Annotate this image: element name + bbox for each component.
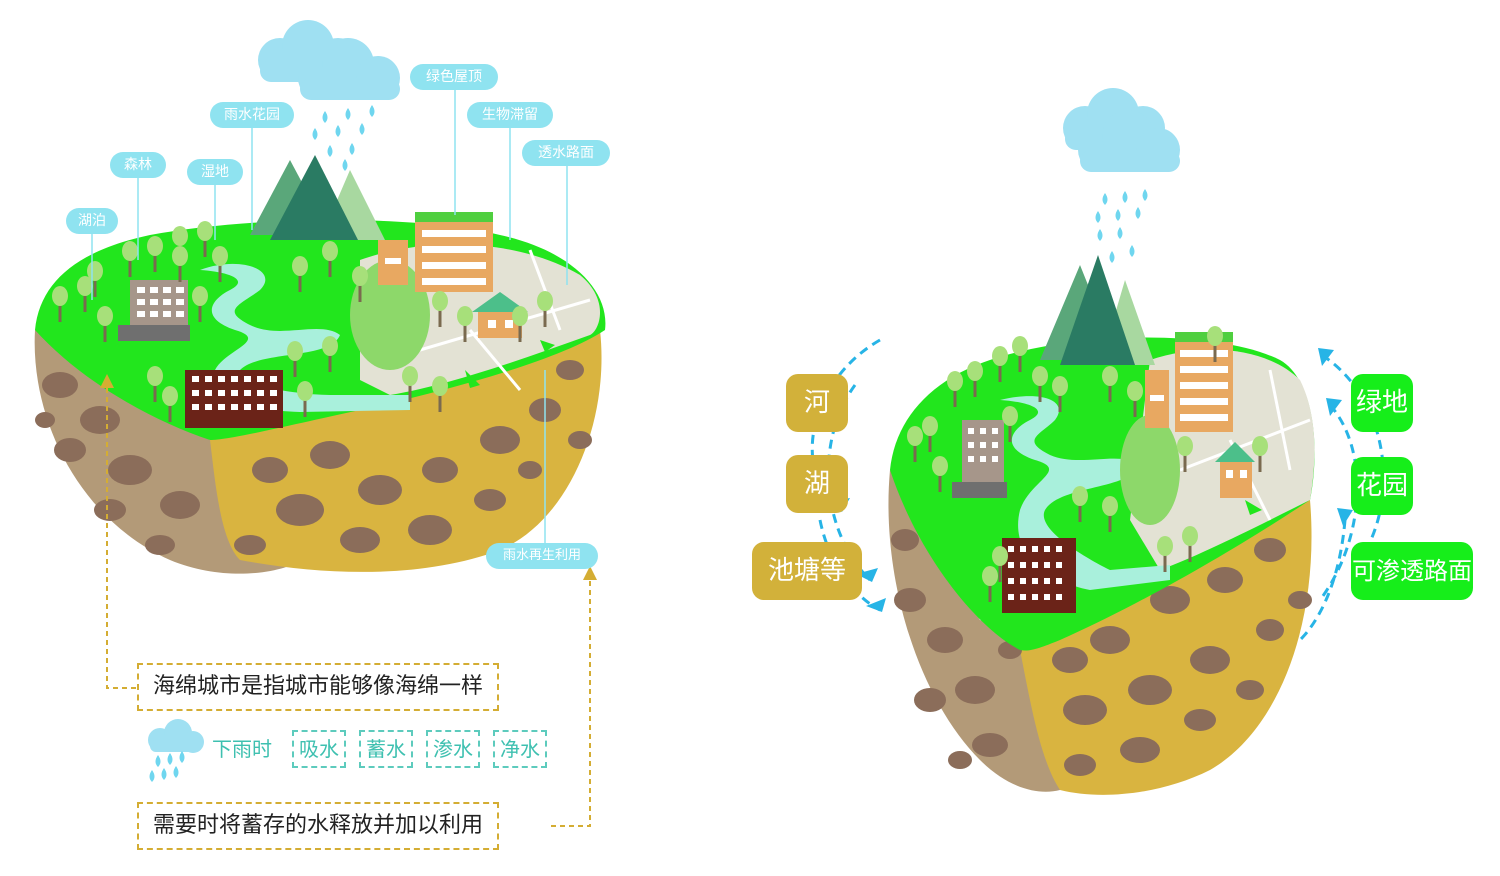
right-building-b [1002, 538, 1076, 613]
bubble-bio-swale: 生物滞留 [467, 102, 553, 128]
tag-lake: 湖 [786, 455, 848, 513]
tag-greenland: 绿地 [1351, 374, 1413, 432]
left-island [34, 155, 606, 574]
definition-box: 海绵城市是指城市能够像海绵一样 [137, 663, 500, 711]
bubble-green-roof: 绿色屋顶 [410, 64, 498, 90]
tag-permeable-road: 可渗透路面 [1351, 542, 1473, 600]
verb-absorb: 吸水 [292, 730, 346, 768]
connector-arrowheads [100, 374, 597, 580]
tag-garden: 花园 [1351, 457, 1413, 515]
left-building-a [118, 280, 190, 341]
left-building-b [185, 370, 283, 428]
release-box: 需要时将蓄存的水释放并加以利用 [137, 802, 500, 850]
tag-pond: 池塘等 [752, 542, 862, 600]
legend-cloud-icon [148, 719, 204, 782]
gold-connectors [106, 388, 591, 827]
left-stones [35, 360, 592, 555]
left-cloud [258, 20, 400, 171]
bubble-wetland: 湿地 [187, 159, 243, 185]
bubble-lines [91, 89, 568, 543]
right-island [888, 255, 1315, 795]
verb-store: 蓄水 [359, 730, 413, 768]
bubble-lake: 湖泊 [66, 208, 118, 234]
right-cloud [1063, 88, 1180, 263]
left-river [200, 263, 410, 412]
bubble-reuse: 雨水再生利用 [486, 543, 598, 569]
bubble-rain-garden: 雨水花园 [210, 102, 294, 128]
tag-river: 河 [786, 374, 848, 432]
left-building-c [378, 212, 493, 292]
bubble-forest: 森林 [110, 152, 166, 178]
right-house [1215, 442, 1255, 498]
bubble-permeable: 透水路面 [522, 140, 610, 166]
right-building-a [952, 420, 1007, 498]
right-stones [891, 529, 1312, 776]
rain-label: 下雨时 [212, 737, 272, 761]
verb-seep: 渗水 [426, 730, 480, 768]
right-building-c [1145, 332, 1233, 432]
verb-purify: 净水 [493, 730, 547, 768]
